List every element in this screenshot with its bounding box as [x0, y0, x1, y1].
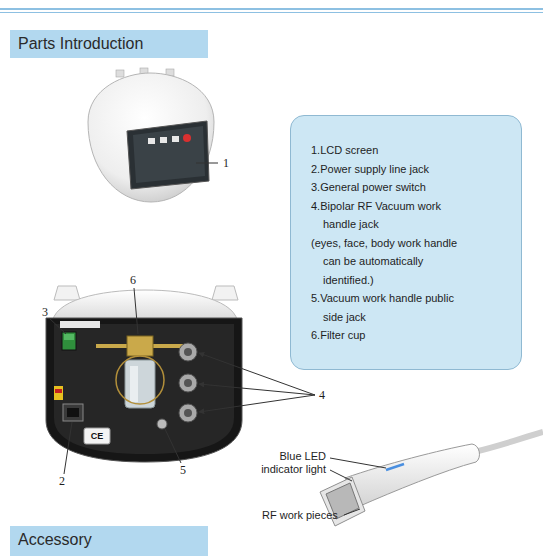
list-item: 4.Bipolar RF Vacuum work handle jack: [323, 197, 469, 234]
list-item: 5.Vacuum work handle public side jack: [323, 289, 469, 326]
device-front: [88, 68, 218, 202]
parts-list-box: 1.LCD screen2.Power supply line jack3.Ge…: [290, 115, 522, 370]
callout-number: 1: [223, 156, 229, 171]
list-item: (eyes, face, body work handle can be aut…: [323, 234, 469, 290]
section-title: Parts Introduction: [18, 35, 200, 53]
callout-number: 6: [130, 273, 136, 288]
work-handle: [320, 432, 543, 526]
device-back: [46, 286, 315, 474]
callout-number: 2: [59, 474, 65, 489]
top-rule: [0, 12, 543, 13]
list-item: 6.Filter cup: [323, 326, 469, 345]
section-band: Parts Introduction: [10, 30, 208, 58]
list-item: 2.Power supply line jack: [323, 160, 469, 179]
top-rule: [0, 8, 543, 10]
list-item: 3.General power switch: [323, 178, 469, 197]
section-title: Accessory: [18, 531, 200, 549]
callout-label: Blue LED indicator light: [248, 450, 326, 476]
callout-number: 3: [42, 305, 48, 320]
section-band: Accessory: [10, 526, 208, 556]
ce-mark: CE: [91, 431, 104, 441]
callout-number: 5: [180, 463, 186, 478]
list-item: 1.LCD screen: [323, 141, 469, 160]
callout-label: RF work pieces: [262, 509, 338, 522]
callout-number: 4: [319, 388, 325, 403]
